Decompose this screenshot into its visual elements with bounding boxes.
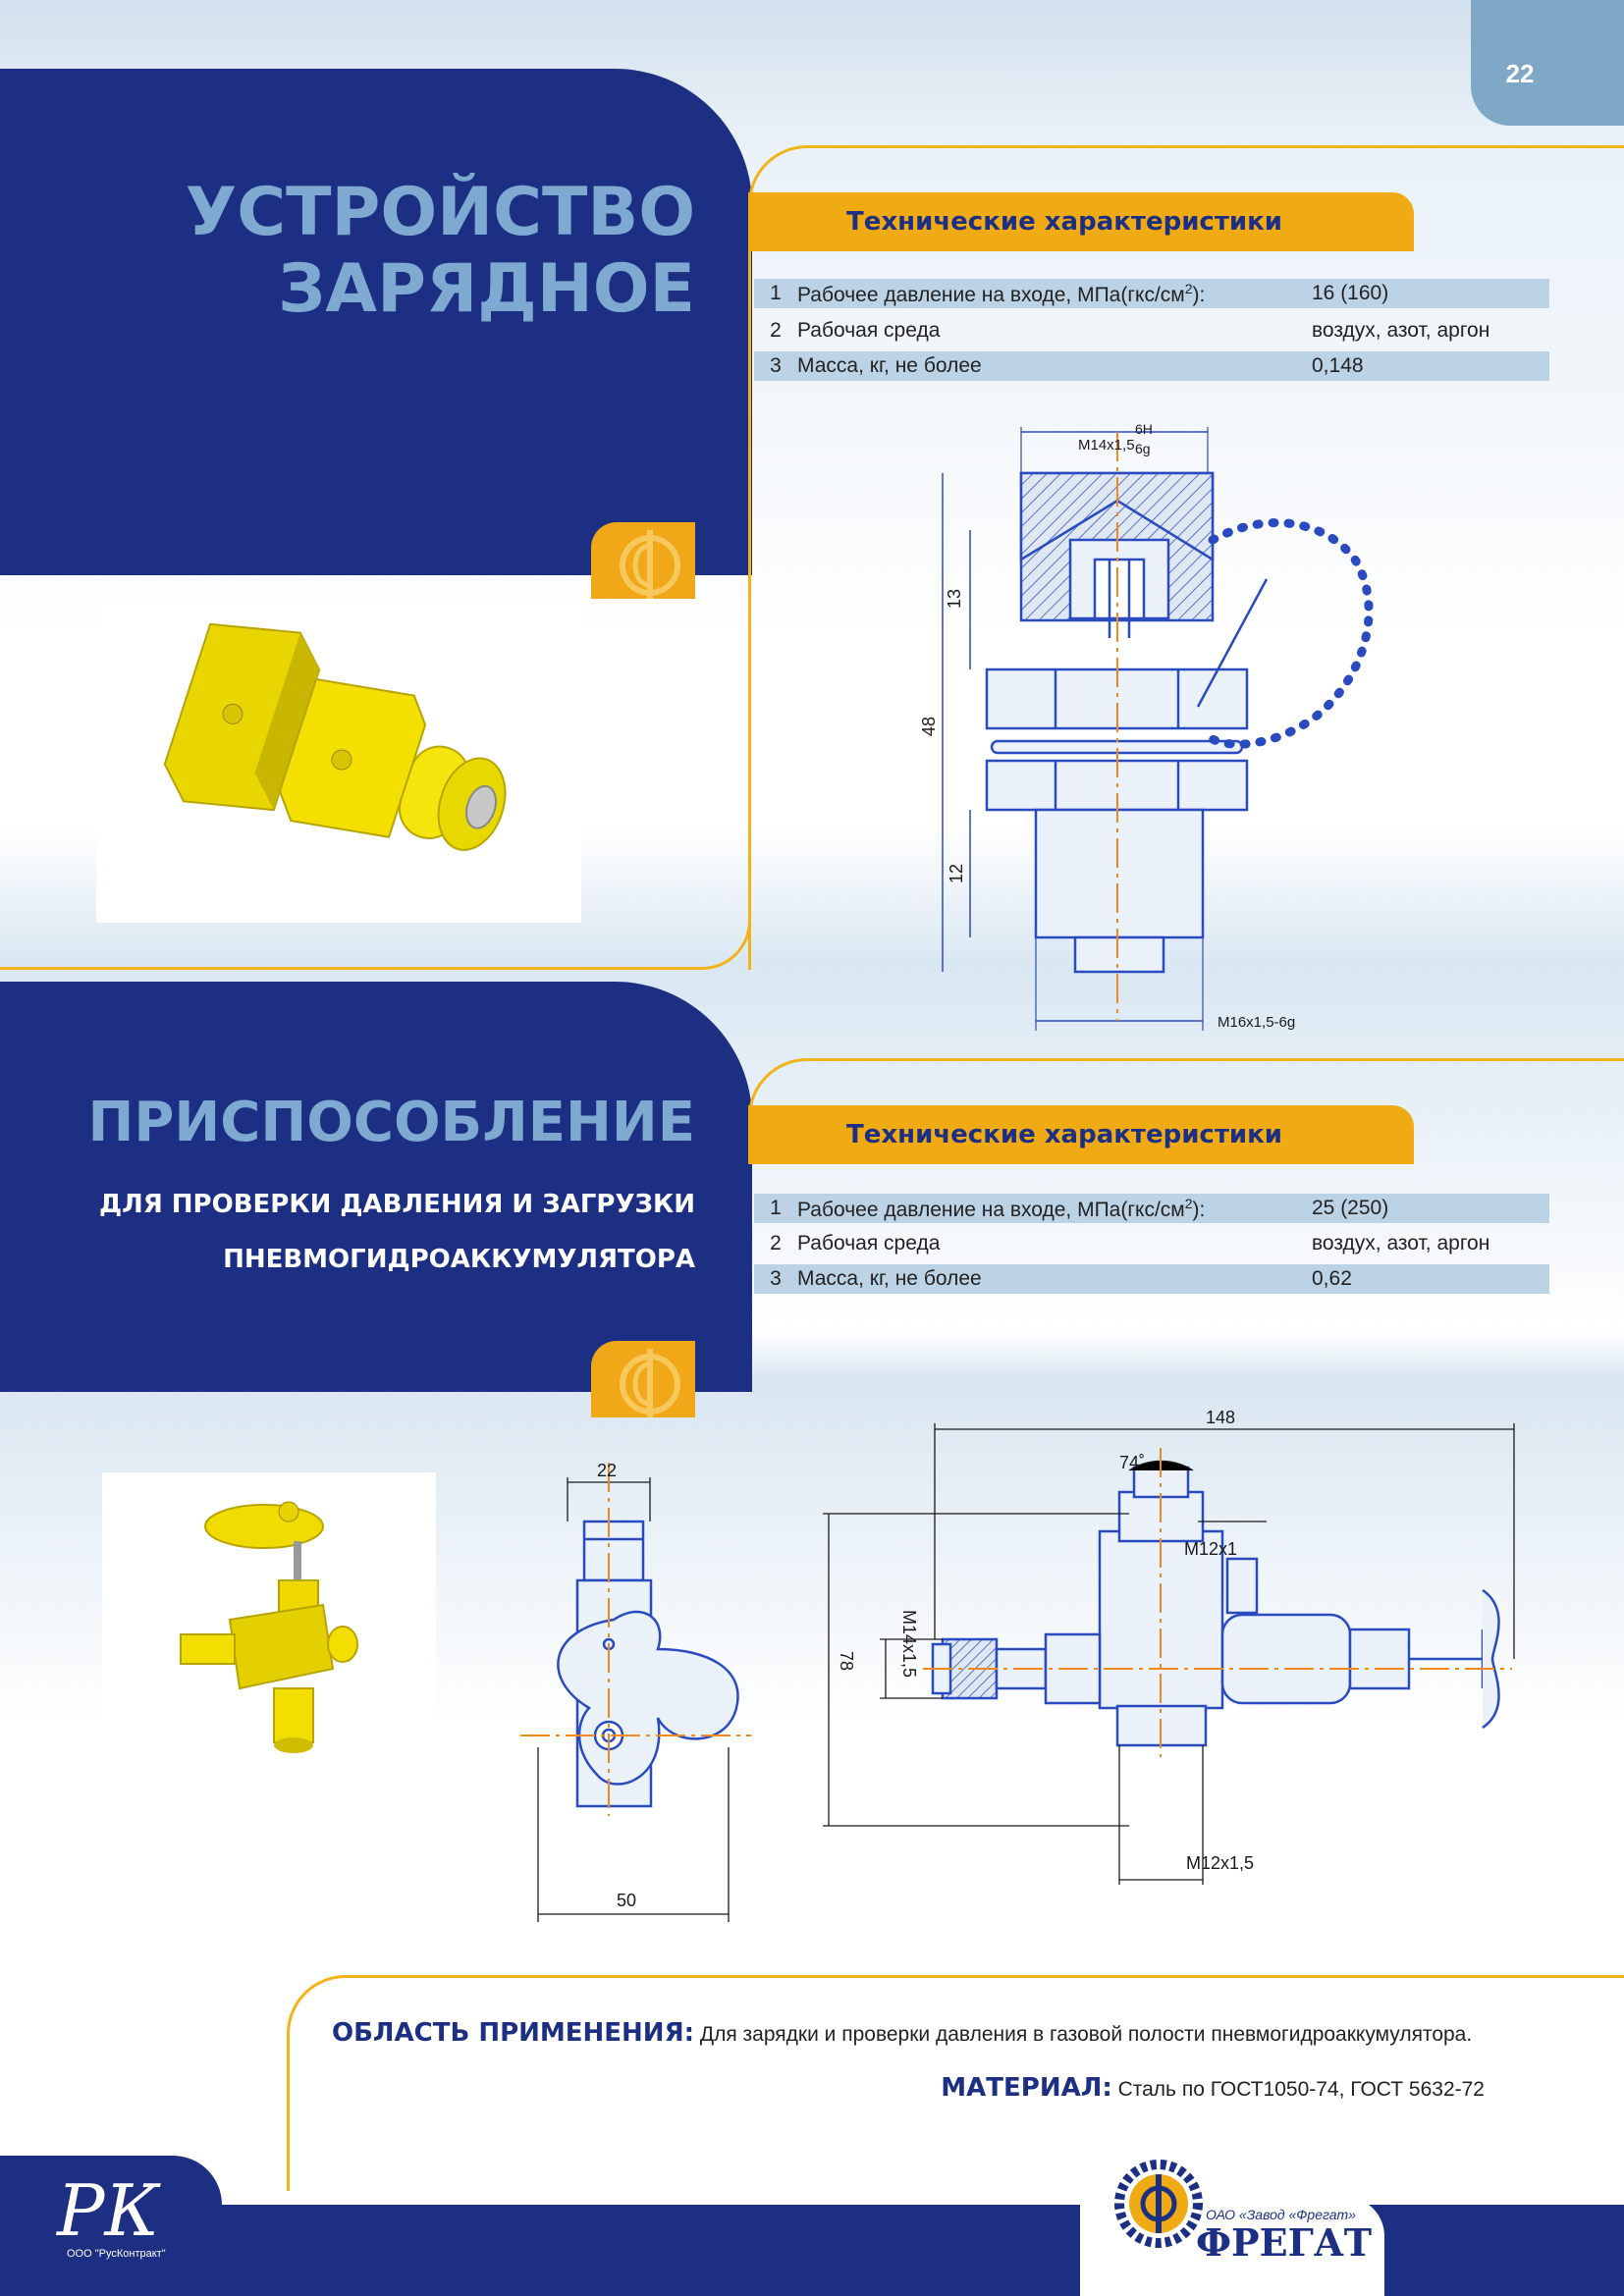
dimension-48-label: 48 <box>919 717 939 736</box>
fregat-emblem-icon <box>620 530 680 599</box>
thread-m12x1-label: М12х1 <box>1184 1539 1237 1559</box>
section1-logo-block <box>591 522 695 599</box>
application-text: Для зарядки и проверки давления в газово… <box>699 2023 1473 2046</box>
fregat-emblem-icon <box>620 1349 680 1417</box>
page-number: 22 <box>1505 59 1535 88</box>
section1-title-line1: УСТРОЙСТВО <box>185 174 695 251</box>
spec-number: 1 <box>770 1197 782 1219</box>
thread-m12x15-label: М12х1,5 <box>1186 1853 1254 1873</box>
spec-number: 3 <box>770 354 782 377</box>
section2-subtitle-line2: ПНЕВМОГИДРОАККУМУЛЯТОРА <box>223 1245 695 1274</box>
section1-spec-row-2: 2 Рабочая среда воздух, азот, аргон <box>754 316 1549 346</box>
thread-m14-label: М14х1,5 <box>899 1610 919 1678</box>
spec-number: 3 <box>770 1267 782 1290</box>
dimension-78-label: 78 <box>837 1651 856 1671</box>
section2-tech-header: Технические характеристики <box>748 1105 1414 1164</box>
spec-value: 25 (250) <box>1312 1197 1389 1219</box>
spec-label: Рабочая среда <box>797 1232 941 1255</box>
section1-frame-bottom <box>0 589 751 970</box>
brand-company-name: ОАО «Завод «Фрегат» <box>1206 2207 1356 2222</box>
section1-spec-row-1: 1 Рабочее давление на входе, МПа(гкс/см2… <box>754 279 1549 308</box>
section2-front-drawing: 148 74˚ М12х1 М14х1,5 78 М12х1,5 <box>823 1408 1515 1885</box>
thread-bottom-label: М16х1,5-6g <box>1218 1014 1295 1031</box>
thread-top-label: М14х1,5 <box>1078 437 1135 454</box>
dimension-22-label: 22 <box>597 1461 617 1480</box>
section2-product-image <box>102 1472 436 1767</box>
section2-title: ПРИСПОСОБЛЕНИЕ <box>87 1091 696 1154</box>
section1-panel <box>0 69 752 575</box>
spec-value: 0,148 <box>1312 354 1364 377</box>
brand-name: ФРЕГАТ <box>1196 2220 1373 2265</box>
spec-number: 2 <box>770 319 782 342</box>
page-tab <box>1471 0 1624 126</box>
rk-caption: ООО "РусКонтракт" <box>67 2248 166 2260</box>
fregat-gear-logo-icon <box>1114 2160 1203 2248</box>
thread-top-tolerance-b: 6g <box>1135 441 1151 456</box>
angle-74-label: 74˚ <box>1119 1453 1145 1472</box>
section1-product-image <box>96 603 581 923</box>
material-line: МАТЕРИАЛ: Сталь по ГОСТ1050-74, ГОСТ 563… <box>332 2073 1485 2103</box>
bottom-frame <box>287 1975 1624 2191</box>
spec-value: воздух, азот, аргон <box>1312 1232 1490 1255</box>
material-heading: МАТЕРИАЛ: <box>941 2073 1112 2103</box>
material-text: Сталь по ГОСТ1050-74, ГОСТ 5632-72 <box>1117 2078 1485 2101</box>
dimension-50-label: 50 <box>617 1891 636 1910</box>
dimension-12-label: 12 <box>947 864 966 883</box>
spec-label: Рабочее давление на входе, МПа(гкс/см2): <box>797 1195 1206 1221</box>
spec-label: Масса, кг, не более <box>797 354 982 377</box>
application-line: ОБЛАСТЬ ПРИМЕНЕНИЯ: Для зарядки и провер… <box>332 2018 1608 2048</box>
section2-spec-row-3: 3 Масса, кг, не более 0,62 <box>754 1264 1549 1294</box>
section2-spec-row-1: 1 Рабочее давление на входе, МПа(гкс/см2… <box>754 1194 1549 1223</box>
section2-panel <box>0 982 752 1392</box>
section2-spec-row-2: 2 Рабочая среда воздух, азот, аргон <box>754 1229 1549 1258</box>
spec-value: 16 (160) <box>1312 282 1389 304</box>
section1-spec-row-3: 3 Масса, кг, не более 0,148 <box>754 351 1549 381</box>
section2-subtitle-line1: ДЛЯ ПРОВЕРКИ ДАВЛЕНИЯ И ЗАГРУЗКИ <box>98 1190 695 1219</box>
spec-label: Масса, кг, не более <box>797 1267 982 1290</box>
dimension-148-label: 148 <box>1206 1408 1235 1427</box>
section1-tech-header: Технические характеристики <box>748 192 1414 251</box>
rk-logo-box <box>0 2156 222 2296</box>
rk-logo: РК <box>57 2169 160 2252</box>
application-heading: ОБЛАСТЬ ПРИМЕНЕНИЯ: <box>332 2018 694 2048</box>
spec-number: 1 <box>770 282 782 304</box>
section1-title: УСТРОЙСТВО ЗАРЯДНОЕ <box>118 174 695 329</box>
pressure-test-device-3d-image <box>180 1501 358 1753</box>
spec-label: Рабочая среда <box>797 319 941 342</box>
spec-label: Рабочее давление на входе, МПа(гкс/см2): <box>797 280 1206 306</box>
section1-technical-drawing: М14х1,5 6Н 6g 13 48 12 М16х1,5-6g <box>919 421 1374 1031</box>
section2-logo-block <box>591 1341 695 1417</box>
charging-device-3d-image <box>163 622 507 851</box>
section1-title-line2: ЗАРЯДНОЕ <box>278 250 695 329</box>
section2-side-drawing: 22 50 <box>520 1461 751 1922</box>
thread-top-tolerance-a: 6Н <box>1135 421 1153 437</box>
spec-value: 0,62 <box>1312 1267 1352 1290</box>
spec-value: воздух, азот, аргон <box>1312 319 1490 342</box>
section1-frame <box>748 145 1624 970</box>
dimension-13-label: 13 <box>945 589 964 609</box>
spec-number: 2 <box>770 1232 782 1255</box>
